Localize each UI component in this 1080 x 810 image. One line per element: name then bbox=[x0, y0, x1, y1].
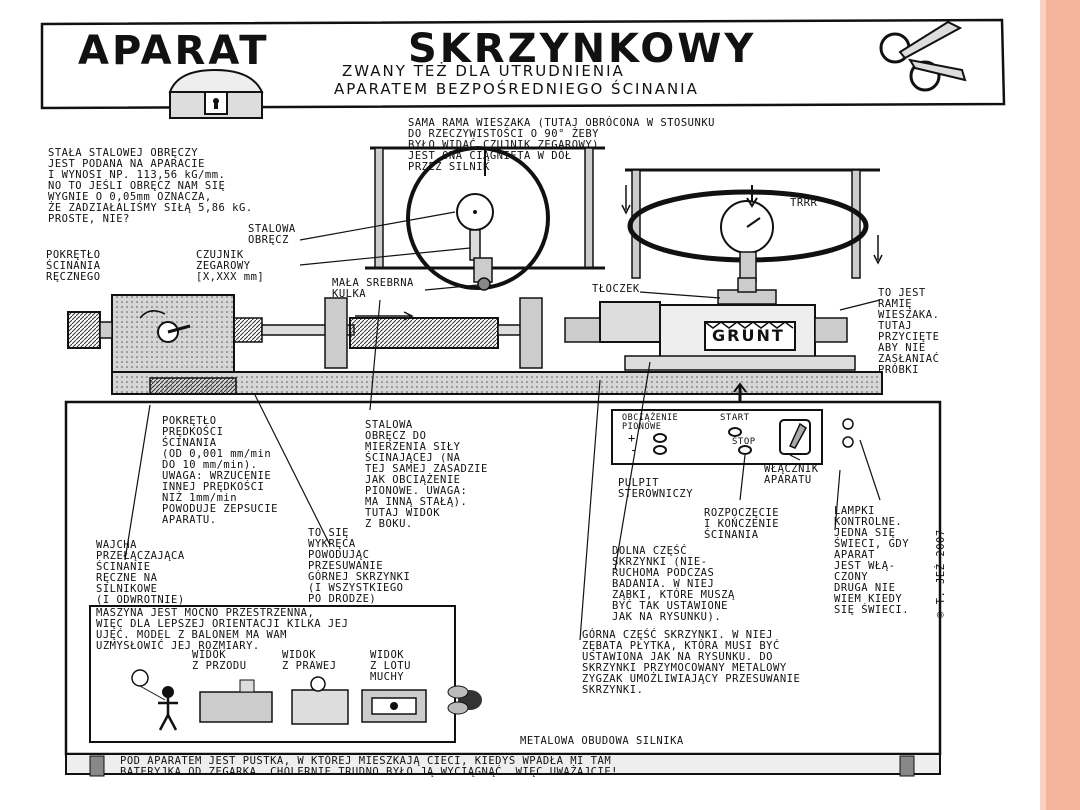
title-word2: SKRZYNKOWY bbox=[408, 26, 757, 72]
subtitle-line2: APARATEM BEZPOŚREDNIEGO ŚCINANIA bbox=[334, 80, 699, 98]
silver-ball-label: MAŁA SREBRNA KULKA bbox=[332, 277, 414, 301]
speed-knob-note: POKRĘTŁO PRĘDKOŚCI ŚCINANIA (OD 0,001 mm… bbox=[162, 415, 278, 527]
panel-label: PULPIT STEROWNICZY bbox=[618, 477, 694, 501]
hanger-frame-left bbox=[365, 146, 605, 291]
panel-minus-label: - bbox=[630, 443, 638, 457]
views-box bbox=[89, 605, 456, 743]
lever-note: WAJCHA PRZEŁĄCZAJĄCA ŚCINANIE RĘCZNE NA … bbox=[96, 539, 185, 607]
signature: © T. JEŻ 2007 bbox=[935, 529, 947, 618]
steel-ring-label: STALOWA OBRĘCZ bbox=[248, 223, 296, 247]
motor-sound-label: TRRR bbox=[790, 197, 818, 209]
start-stop-label: ROZPOCZĘCIE I KOŃCZENIE ŚCINANIA bbox=[704, 507, 780, 542]
subtitle-line1: ZWANY TEŻ DLA UTRUDNIENIA bbox=[342, 62, 625, 80]
piston-label: TŁOCZEK bbox=[592, 283, 640, 295]
upper-box-note: GÓRNA CZĘŚĆ SKRZYNKI. W NIEJ ZĘBATA PŁYT… bbox=[582, 629, 801, 697]
panel-plus-label: + bbox=[628, 431, 636, 445]
panel-start-label: START bbox=[720, 413, 750, 423]
hanger-arm-note: TO JEST RAMIĘ WIESZAKA. TUTAJ PRZYCIĘTE … bbox=[878, 287, 940, 377]
dial-gauge-label: CZUJNIK ZEGAROWY [X,XXX mm] bbox=[196, 249, 265, 284]
fly-icon bbox=[447, 685, 482, 715]
soil-label: GRUNT bbox=[712, 326, 785, 345]
ring-constant-note: STAŁA STALOWEJ OBRĘCZY JEST PODANA NA AP… bbox=[48, 147, 253, 226]
view-right-label: WIDOK Z PRAWEJ bbox=[282, 649, 337, 673]
view-front-label: WIDOK Z PRZODU bbox=[192, 649, 247, 673]
slide-accent-light bbox=[1040, 0, 1046, 810]
title-frame bbox=[40, 18, 1006, 110]
frame-note: SAMA RAMA WIESZAKA (TUTAJ OBRÓCONA W STO… bbox=[408, 117, 715, 174]
machine-note: MASZYNA JEST MOCNO PRZESTRZENNA, WIĘC DL… bbox=[96, 607, 349, 653]
measure-ring-note: STALOWA OBRĘCZ DO MIERZENIA SIŁY ŚCINAJĄ… bbox=[365, 419, 488, 531]
lamps-note: LAMPKI KONTROLNE. JEDNA SIĘ ŚWIECI, GDY … bbox=[834, 505, 910, 617]
bottom-note: POD APARATEM JEST PUSTKA, W KTÓREJ MIESZ… bbox=[120, 755, 618, 779]
panel-stop-label: STOP bbox=[732, 437, 756, 447]
screw-note: TO SIĘ WYKRĘCA POWODUJĄC PRZESUWANIE GÓR… bbox=[308, 527, 411, 606]
control-panel bbox=[611, 409, 854, 465]
switch-label: WŁĄCZNIK APARATU bbox=[764, 463, 819, 487]
hanger-frame-right bbox=[621, 168, 883, 283]
hand-crank-label: POKRĘTŁO ŚCINANIA RĘCZNEGO bbox=[46, 249, 101, 284]
title-word1: APARAT bbox=[78, 28, 270, 74]
scissors-icon bbox=[879, 20, 967, 92]
slide-accent-stripe bbox=[1046, 0, 1080, 810]
housing-label: METALOWA OBUDOWA SILNIKA bbox=[520, 735, 684, 747]
apparatus-body bbox=[67, 277, 883, 404]
panel-load-label: OBCIĄŻENIE PIONOWE bbox=[622, 413, 679, 432]
chest-icon bbox=[168, 68, 264, 119]
view-fly-label: WIDOK Z LOTU MUCHY bbox=[370, 649, 411, 684]
leader-lines bbox=[124, 211, 881, 641]
lower-box-note: DOLNA CZĘŚĆ SKRZYNKI (NIE- RUCHOMA PODCZ… bbox=[612, 545, 735, 624]
